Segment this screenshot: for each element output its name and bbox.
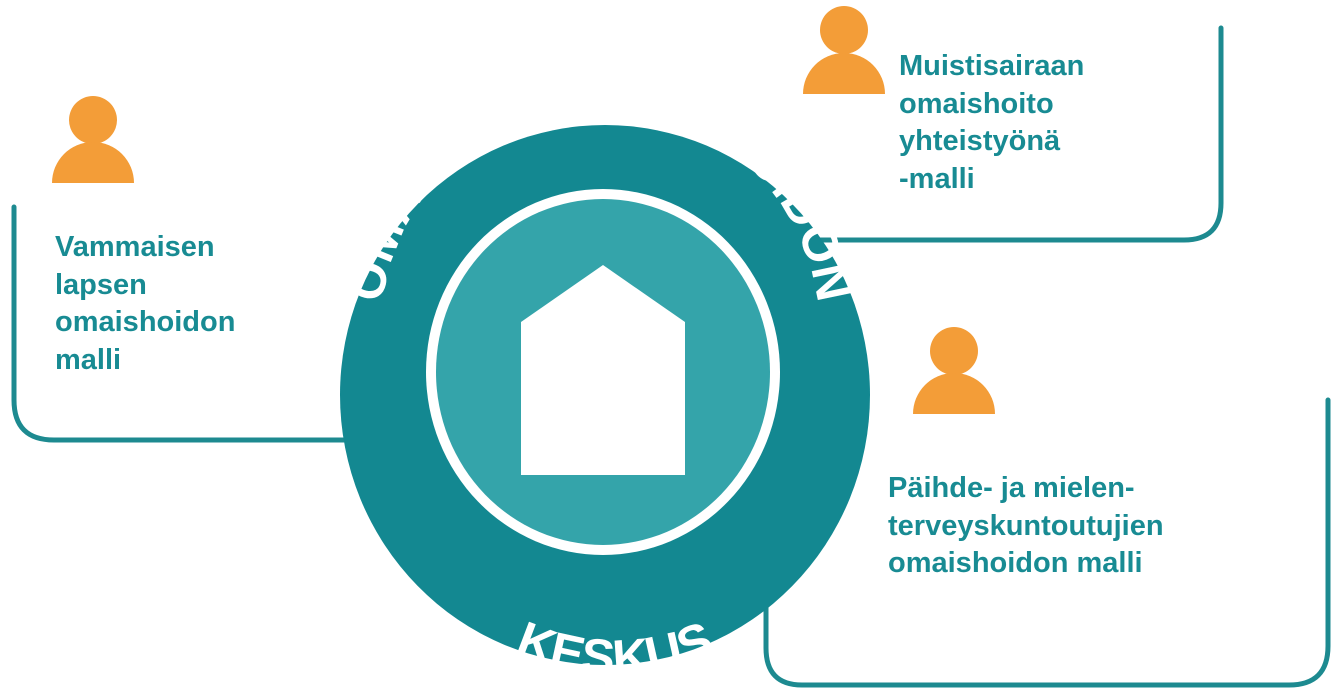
label-line: omaishoidon [55,306,236,339]
person-icon [52,96,134,183]
label-line: omaishoito [899,87,1054,120]
label-line: yhteistyönä [899,125,1061,158]
label-line: malli [55,344,122,377]
model-label-vammaisen-lapsen: Vammaisen lapsen omaishoidon malli [55,229,235,380]
model-label-paihde-mielenterveys: Päihde- ja mielen- terveyskuntoutujien o… [888,470,1164,583]
person-icon [913,327,995,414]
label-line: Vammaisen [55,231,215,263]
center-emblem: OMAIS- JA PERHEHOIDON KESKUS [337,60,870,686]
person-icon [803,6,885,94]
bottom-right-connector-line [763,397,1331,688]
label-line: terveyskuntoutujien [888,509,1164,542]
label-line: Päihde- ja mielen- [888,472,1135,504]
model-label-muistisairaan: Muistisairaan omaishoito yhteistyönä -ma… [899,48,1084,199]
top-right-connector-line [817,25,1224,243]
left-connector-line [11,204,363,443]
label-line: omaishoidon malli [888,547,1143,580]
label-line: Muistisairaan [899,50,1085,82]
label-line: lapsen [55,268,147,301]
label-line: -malli [899,163,975,196]
house-icon [521,265,685,475]
